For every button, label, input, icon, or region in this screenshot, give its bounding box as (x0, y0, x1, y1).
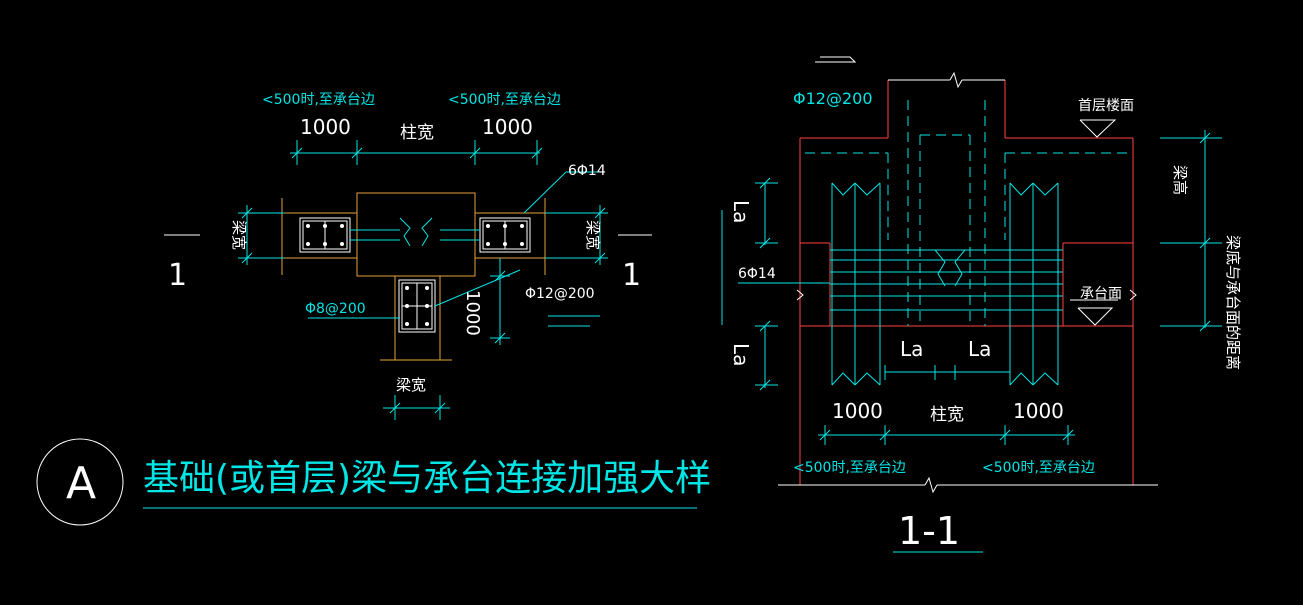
plan-column-beams (281, 192, 546, 361)
section-la-mid-right: La (968, 337, 991, 361)
detail-title: 基础(或首层)梁与承台连接加强大样 (143, 458, 711, 499)
plan-beam-width-bottom: 梁宽 (396, 376, 426, 394)
plan-rebar-dots (306, 224, 524, 326)
section-level-markers (1070, 119, 1118, 326)
section-beam-height: 梁高 (1171, 165, 1189, 195)
section-dashed-rebar (805, 100, 1128, 326)
section-la-dims (721, 177, 1011, 391)
plan-beam-width-dims (238, 205, 608, 265)
section-beam-bottom-to-cap: 梁底与承台面的距离 (1224, 235, 1242, 370)
plan-note-left: <500时,至承台边 (262, 92, 375, 108)
plan-bottom-dims (308, 171, 600, 420)
section-la-mid-left: La (900, 337, 923, 361)
plan-dim-right: 1000 (482, 115, 533, 139)
section-dim-left: 1000 (832, 399, 883, 423)
section-detail: Φ12@200 首层楼面 承台面 梁高 梁底与承台面的距离 6Φ14 La La… (721, 56, 1242, 553)
plan-rebar-top: 6Φ14 (568, 163, 606, 179)
plan-beam-width-right: 梁宽 (584, 220, 602, 250)
title-marker-circle (36, 438, 124, 526)
section-dim-column: 柱宽 (930, 405, 964, 425)
section-break-top (888, 71, 1005, 89)
plan-rebar-stirrup: Φ8@200 (305, 301, 366, 317)
section-cap-level: 承台面 (1080, 286, 1122, 302)
plan-dimension-top (290, 140, 543, 165)
section-la-lower: La (729, 343, 753, 366)
title-block: A 基础(或首层)梁与承台连接加强大样 (36, 438, 711, 526)
plan-column-rebar (350, 217, 480, 247)
title-marker: A (66, 458, 96, 509)
section-outline (799, 80, 1134, 485)
section-label: 1-1 (898, 509, 960, 553)
section-rebar-mid: 6Φ14 (738, 266, 776, 282)
section-floor-level: 首层楼面 (1078, 98, 1134, 114)
section-la-upper: La (729, 200, 753, 223)
plan-section-mark-right: 1 (622, 258, 641, 293)
section-floor-arrow (815, 56, 857, 63)
plan-detail: <500时,至承台边 <500时,至承台边 1000 柱宽 1000 6Φ14 … (164, 92, 652, 420)
plan-rebar-side: Φ12@200 (525, 286, 595, 302)
section-dim-right: 1000 (1013, 399, 1064, 423)
section-right-dims (1160, 130, 1222, 332)
plan-dim-vertical: 1000 (462, 290, 483, 336)
plan-dim-column: 柱宽 (400, 123, 434, 143)
section-note-left: <500时,至承台边 (793, 460, 906, 476)
section-note-right: <500时,至承台边 (982, 460, 1095, 476)
plan-section-mark-left: 1 (168, 258, 187, 293)
plan-beam-width-left: 梁宽 (230, 220, 248, 250)
section-bottom-dims (818, 425, 1075, 553)
plan-note-right: <500时,至承台边 (448, 92, 561, 108)
section-rebar-top: Φ12@200 (793, 89, 873, 108)
section-horizontal-rebar (830, 249, 1063, 311)
section-break-bottom (778, 289, 1158, 494)
plan-dim-left: 1000 (300, 115, 351, 139)
